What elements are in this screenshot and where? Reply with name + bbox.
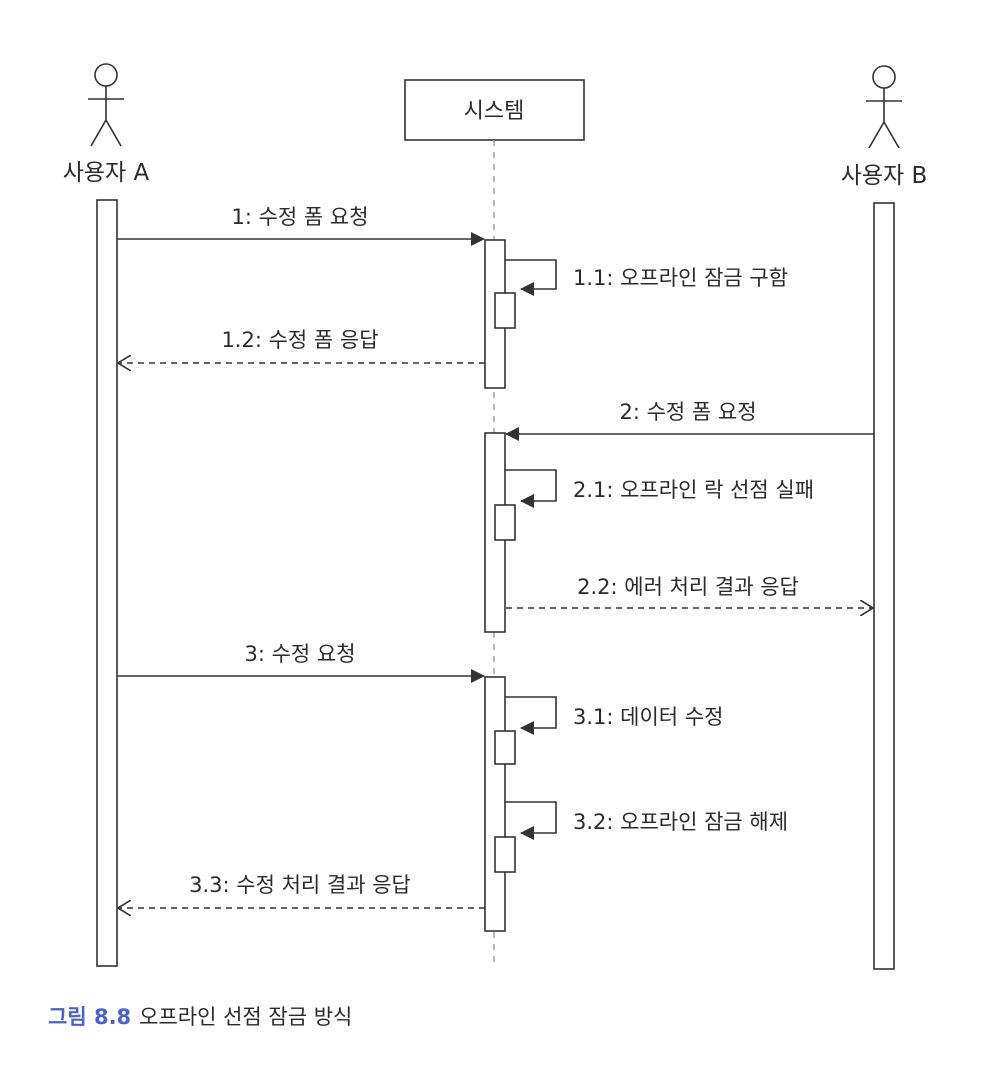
self-call-activation-2-1 [494,504,516,541]
message-2-label: 2: 수정 폼 요정 [619,400,756,424]
message-1-1-label: 1.1: 오프라인 잠금 구함 [573,266,788,290]
actor-a-figure [88,63,124,147]
system-label: 시스템 [464,99,525,124]
message-3-2-arrow [505,801,557,840]
message-1-2-label: 1.2: 수정 폼 응답 [221,328,378,352]
message-2-1-arrow [505,469,557,508]
figure-caption: 그림 8.8 오프라인 선점 잠금 방식 [48,1005,352,1029]
message-1-label: 1: 수정 폼 요청 [231,205,368,229]
message-3-label: 3: 수정 요청 [244,642,355,666]
self-call-activation-1-1 [494,292,516,329]
self-call-activation-3-1 [494,730,516,765]
system-box [404,79,585,141]
figure-number: 그림 8.8 [48,1005,131,1029]
activation-bar-3 [484,676,506,932]
message-3-1-arrow [505,696,557,735]
message-2-1-label: 2.1: 오프라인 락 선점 실패 [573,478,814,502]
self-call-activation-3-2 [494,836,516,873]
message-3-2-label: 3.2: 오프라인 잠금 해제 [573,810,788,834]
message-3-3-label: 3.3: 수정 처리 결과 응답 [189,873,411,897]
actor-a-lifeline [96,199,118,967]
message-2-2-label: 2.2: 에러 처리 결과 응답 [577,575,799,599]
message-3-1-label: 3.1: 데이터 수정 [573,705,723,729]
actor-a-label: 사용자 A [63,160,150,186]
actor-b-label: 사용자 B [841,163,928,189]
message-1-1-arrow [505,259,557,296]
figure-title: 오프라인 선점 잠금 방식 [139,1005,352,1029]
actor-b-lifeline [873,202,895,970]
actor-b-figure [866,65,902,149]
